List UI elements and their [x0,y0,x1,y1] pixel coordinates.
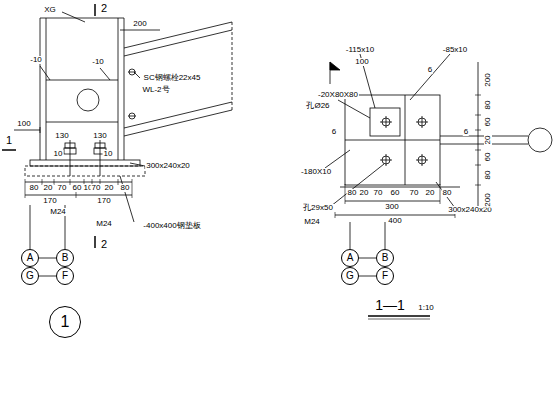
section-title: 1—1 [374,298,406,312]
grid-axis-bubble: G [341,267,359,285]
dimension-label: 70 [57,184,68,192]
dimension-label: SC钢螺栓22x45 [143,74,202,82]
dimension-label: 170 [96,197,111,205]
dimension-label: 400 [387,217,402,225]
dimension-label: 300x240x20 [145,162,191,170]
dimension-label: 20 [484,135,492,146]
dimension-label: 300 [384,203,399,211]
axis-label: B [382,253,389,263]
dimension-label: 70 [373,189,384,197]
dimension-label: 20 [359,189,370,197]
dimension-label: 80 [347,189,358,197]
axis-label: B [62,253,69,263]
dimension-label: 130 [54,132,69,140]
dimension-label: 6 [331,128,337,136]
grid-axis-bubble: G [21,267,39,285]
dimension-label: 80 [484,100,492,111]
dimension-label: 2 [100,239,108,250]
axis-label: F [62,271,68,281]
dimension-label: 70 [409,189,420,197]
grid-axis-bubble: A [341,249,359,267]
dimension-label: 100 [16,120,31,128]
axis-link-line [39,276,56,277]
dimension-label: 1 [5,135,13,146]
dimension-label: 80 [442,189,453,197]
dimension-label: -20X80X80 [317,91,359,99]
axis-link-line [359,276,376,277]
dimension-label: M24 [95,220,113,228]
axis-label: G [346,271,354,281]
section-title: 1:10 [417,304,435,312]
grid-axis-bubble: A [21,249,39,267]
dimension-label: XG [43,6,57,14]
dimension-label: -115x10 [345,46,375,54]
axis-label: 1 [61,314,70,330]
axis-link-line [359,258,376,259]
axis-link-line [39,258,56,259]
dimension-label: -10 [29,56,43,64]
dimension-label: -85x10 [442,46,468,54]
dimension-label: 20 [425,189,436,197]
dimension-label: M24 [303,218,321,226]
dimension-label: 10 [103,150,114,158]
dimension-label: 60 [484,152,492,163]
dimension-label: 200 [132,20,147,28]
axis-label: F [382,271,388,281]
dimension-label: -10 [91,58,105,66]
dimension-label: 6 [427,66,433,74]
dimension-label: M24 [49,208,67,216]
dimension-label: 80 [29,184,40,192]
dimension-label: 60 [72,184,83,192]
dimension-label: 20 [43,184,54,192]
axis-label: G [26,271,34,281]
axis-label: A [27,253,34,263]
dimension-label: 80 [484,170,492,181]
dimension-label: 60 [390,189,401,197]
dimension-label: 80 [120,184,131,192]
dimension-label: 孔Ø26 [305,102,330,110]
axis-label: A [347,253,354,263]
dimension-label: 孔29x50 [302,204,334,212]
dimension-label: -180X10 [300,168,332,176]
dimension-label: 2 [100,3,108,14]
dimension-label: 10 [53,150,64,158]
dimension-label: WL-2号 [141,86,170,94]
grid-axis-bubble: F [56,267,74,285]
grid-axis-bubble: B [56,249,74,267]
dimension-label: 6 [463,128,469,136]
grid-axis-bubble: B [376,249,394,267]
detail-callout: 1 [49,306,81,338]
dimension-label: 100 [354,58,369,66]
dimension-label: 70 [91,184,102,192]
dimension-label: 170 [42,197,57,205]
dimension-label: 130 [92,132,107,140]
grid-axis-bubble: F [376,267,394,285]
dimension-label: 20 [104,184,115,192]
dimension-label: 200 [484,72,492,87]
dimension-label: 60 [484,117,492,128]
dimension-label: 200 [484,192,492,207]
dimension-label: -400x400钢垫板 [142,222,201,230]
